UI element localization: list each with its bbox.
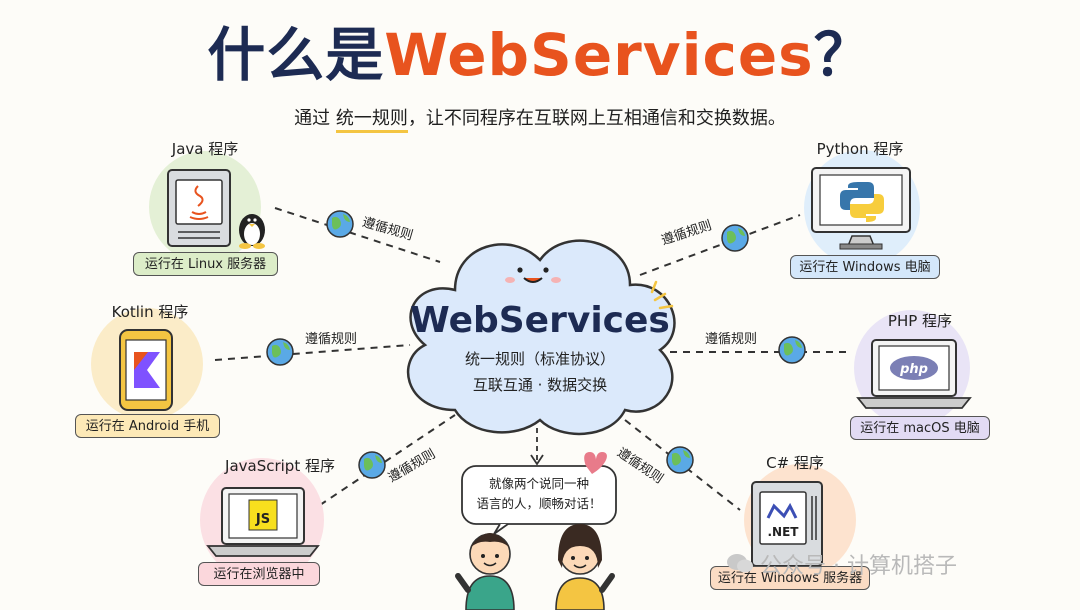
subtitle-underlined: 统一规则 [335, 108, 408, 133]
speech-line-2: 语言的人，顺畅对话！ [476, 496, 602, 511]
python-title: Python 程序 [816, 140, 904, 158]
svg-text:JS: JS [255, 512, 270, 527]
csharp-platform-badge: 运行在 Windows 服务器 [710, 566, 870, 590]
connector-python [639, 214, 801, 276]
globe-icon [666, 446, 694, 474]
csharp-node [744, 464, 856, 576]
java-node [149, 151, 265, 263]
globe-icon [266, 338, 294, 366]
globe-icon [721, 224, 749, 252]
dotnet-logo-text: .NET [767, 525, 799, 539]
title-prefix: 什么是 [207, 21, 385, 89]
php-platform-badge: 运行在 macOS 电脑 [850, 416, 990, 440]
subtitle: 通过 统一规则，让不同程序在互联网上互相通信和交换数据。 [0, 104, 1080, 133]
title-highlight: WebServices [384, 21, 814, 89]
heart-icon [584, 452, 607, 474]
php-laptop-icon: php [856, 339, 972, 409]
connector-kotlin [214, 344, 411, 361]
cloud-line-2: 互联互通 · 数据交换 [472, 376, 608, 394]
rule-label-kotlin: 遵循规则 [305, 332, 358, 347]
rule-label-php: 遵循规则 [705, 332, 758, 347]
arrow-head-icon [530, 454, 544, 466]
subtitle-after: ，让不同程序在互联网上互相通信和交换数据。 [407, 108, 786, 129]
connector-javascript [319, 414, 456, 506]
subtitle-before: 通过 [294, 108, 331, 129]
speech-bubble-text: 就像两个说同一种 语言的人，顺畅对话！ [466, 474, 612, 514]
connector-java [274, 207, 441, 263]
cloud-line-1: 统一规则（标准协议） [464, 350, 615, 368]
kotlin-phone-icon [119, 329, 173, 411]
python-monitor-icon [811, 167, 911, 250]
python-node [804, 150, 920, 266]
java-title: Java 程序 [171, 140, 239, 158]
globe-icons [266, 210, 806, 479]
speech-line-1: 就像两个说同一种 [488, 476, 589, 491]
dotnet-server-icon [751, 481, 823, 567]
js-laptop-icon: JS [206, 487, 320, 557]
php-title: PHP 程序 [887, 312, 953, 330]
wechat-icon [727, 554, 753, 573]
kotlin-title: Kotlin 程序 [111, 303, 189, 321]
python-platform-badge: 运行在 Windows 电脑 [790, 255, 940, 279]
title-suffix: ？ [813, 21, 873, 89]
javascript-node: JS [200, 458, 324, 582]
globe-icon [326, 210, 354, 238]
connector-csharp [624, 419, 741, 511]
kids-icon [455, 524, 615, 610]
javascript-title: JavaScript 程序 [225, 457, 335, 475]
connectors [214, 207, 850, 511]
linux-penguin-icon [239, 214, 265, 249]
php-node: php [854, 310, 972, 426]
kotlin-node [91, 308, 203, 420]
svg-text:php: php [899, 362, 928, 377]
java-server-icon [167, 169, 231, 247]
globe-icon [358, 451, 386, 479]
globe-icon [778, 336, 806, 364]
java-platform-badge: 运行在 Linux 服务器 [133, 252, 278, 276]
page-title: 什么是WebServices？ [0, 8, 1080, 92]
kotlin-platform-badge: 运行在 Android 手机 [75, 414, 220, 438]
watermark: 公众号 · 计算机搭子 [760, 554, 957, 579]
javascript-platform-badge: 运行在浏览器中 [198, 562, 320, 586]
cloud-icon [407, 239, 676, 436]
csharp-title: C# 程序 [766, 454, 824, 472]
speech-bubble [461, 452, 617, 535]
cloud-title: WebServices [410, 300, 670, 341]
